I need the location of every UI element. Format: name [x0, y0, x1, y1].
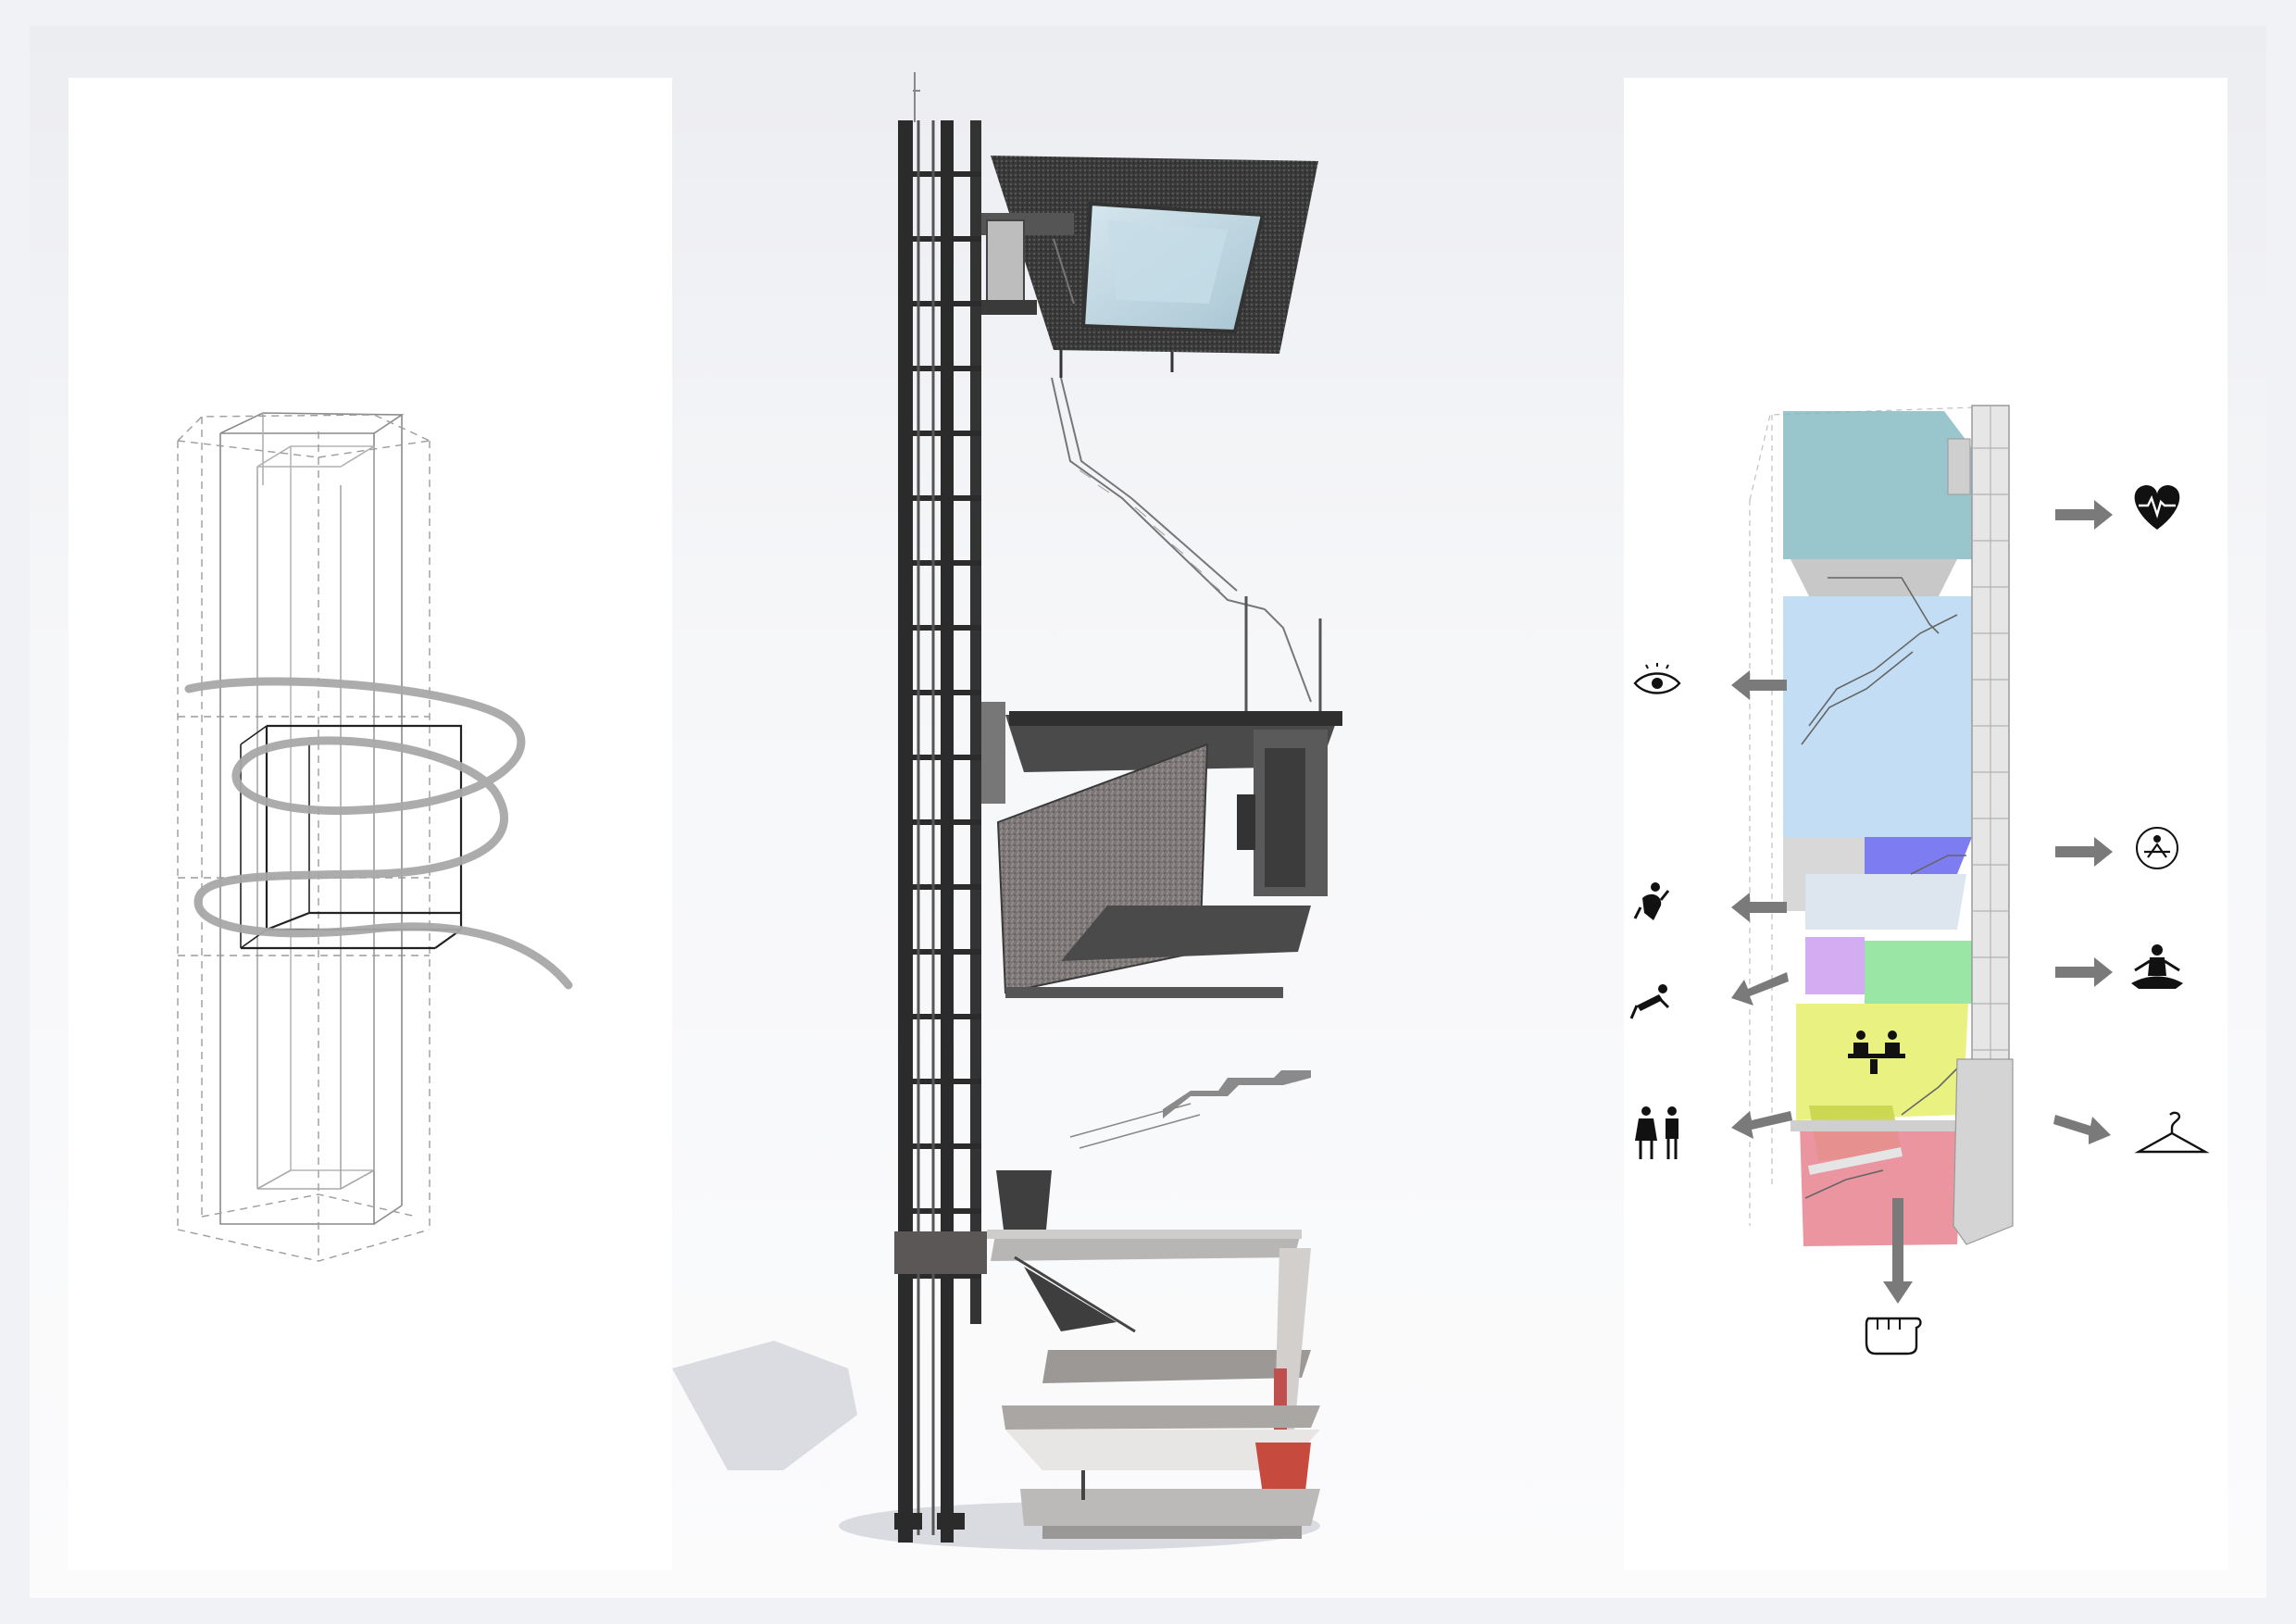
volume-top-observation: [1783, 411, 1972, 559]
volume-green-room: [1865, 941, 1983, 1004]
volume-lavender-room: [1805, 937, 1865, 994]
program-panel: [1624, 78, 2227, 1570]
lift-shaft: [894, 72, 987, 1543]
arrow-heart: [2055, 500, 2113, 530]
concept-panel: [69, 78, 672, 1570]
tower-section-panel: [672, 26, 1624, 1598]
upper-stair: [1051, 238, 1322, 711]
volume-red-room: [1800, 1124, 1963, 1246]
arrow-hanger: [2053, 1115, 2111, 1144]
eye-icon: [1633, 663, 1681, 694]
reclining-person-icon: [1629, 984, 1670, 1019]
lower-levels: [987, 1070, 1320, 1539]
coat-hanger-icon: [2134, 1111, 2210, 1154]
program-axonometric: [1629, 405, 2210, 1355]
program-volumes: [1783, 411, 1983, 1246]
restroom-people-icon: [1635, 1106, 1678, 1159]
yoga-pose-icon: [2131, 944, 2183, 989]
wireframe-box-outer: [219, 432, 375, 1225]
climbing-person-icon: [1633, 882, 1670, 920]
ground-shadow: [672, 1341, 857, 1470]
arrow-restroom: [1731, 1111, 1792, 1139]
tower-section-drawing: [672, 72, 1342, 1550]
fist-icon: [1865, 1317, 1922, 1355]
program-lift-shaft: [1947, 405, 2014, 1245]
arrow-meditation-circle: [2055, 837, 2113, 867]
volume-yellow-room: [1796, 1004, 1968, 1120]
top-observation-deck: [981, 156, 1318, 378]
arrow-climbing: [1731, 893, 1787, 922]
arrow-yoga: [2055, 957, 2113, 987]
arrow-reclining: [1731, 972, 1789, 1006]
concept-wireframe: [177, 412, 573, 1262]
program-stairs: [1801, 577, 1966, 1199]
volume-atrium: [1783, 596, 1972, 837]
meditation-circle-icon: [2136, 827, 2178, 869]
middle-level: [981, 702, 1342, 998]
arrow-fist: [1883, 1198, 1913, 1304]
heart-pulse-icon: [2134, 485, 2180, 530]
program-arrows: [1731, 500, 2113, 1304]
arrow-eye: [1731, 670, 1787, 700]
spiral-path: [184, 677, 573, 990]
volume-purple-room: [1865, 837, 1972, 874]
dining-people-icon: [1848, 1031, 1905, 1074]
